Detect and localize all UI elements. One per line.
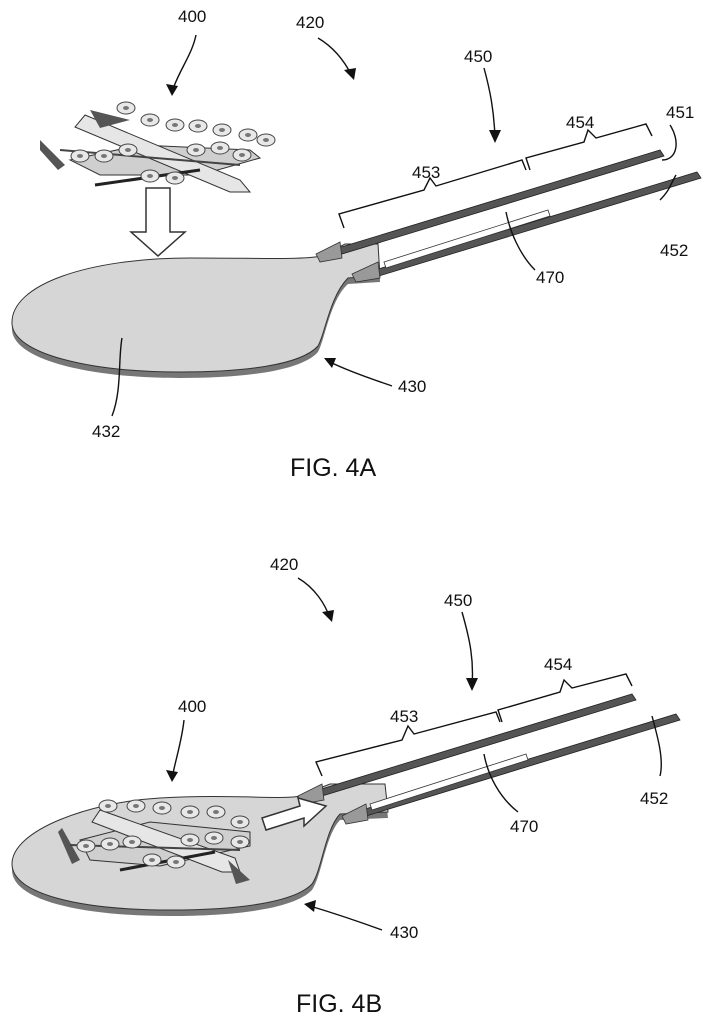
label-451: 451 — [666, 103, 694, 122]
label-430: 430 — [398, 377, 426, 396]
label-454: 454 — [566, 113, 594, 132]
label-470: 470 — [510, 817, 538, 836]
figure-caption-4a: FIG. 4A — [290, 454, 376, 482]
label-452: 452 — [660, 241, 688, 260]
label-450: 450 — [464, 47, 492, 66]
label-454: 454 — [544, 655, 572, 674]
label-453: 453 — [412, 163, 440, 182]
figure-4a: 400 420 450 451 454 453 452 470 430 432 … — [12, 7, 701, 482]
label-400: 400 — [178, 7, 206, 26]
label-432: 432 — [92, 422, 120, 441]
figure-caption-4b: FIG. 4B — [296, 990, 382, 1018]
element-470-bar — [384, 210, 550, 268]
label-430: 430 — [390, 923, 418, 942]
label-452: 452 — [640, 789, 668, 808]
landing-arrow-down — [131, 188, 185, 256]
label-420: 420 — [270, 555, 298, 574]
element-470-bar — [370, 754, 528, 810]
label-450: 450 — [444, 591, 472, 610]
label-453: 453 — [390, 707, 418, 726]
aircraft-400 — [40, 102, 275, 192]
label-400: 400 — [178, 697, 206, 716]
landing-platform — [12, 244, 380, 378]
figure-4b: 400 420 450 454 453 452 470 430 FIG. 4B — [12, 555, 680, 1018]
label-470: 470 — [536, 268, 564, 287]
label-420: 420 — [296, 13, 324, 32]
